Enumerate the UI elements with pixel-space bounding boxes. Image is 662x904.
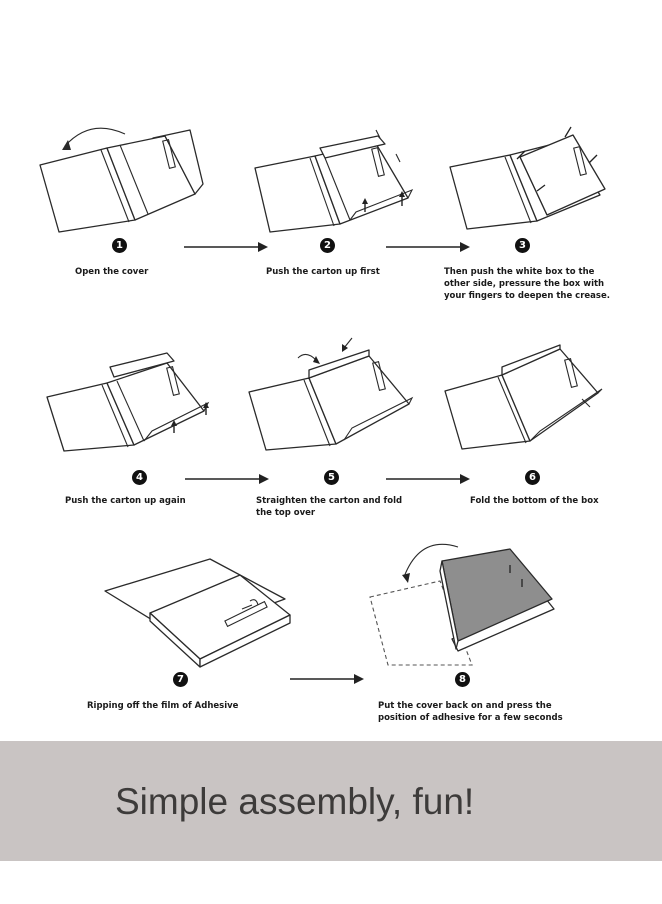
step-7-caption: Ripping off the film of Adhesive (87, 701, 239, 711)
step-3-caption: Then push the white box to the other sid… (444, 267, 610, 301)
arrow-1-to-2 (184, 242, 268, 252)
step-7-badge: 7 (173, 672, 188, 687)
step-2-badge: 2 (320, 238, 335, 253)
step-6-caption: Fold the bottom of the box (470, 496, 599, 506)
step-5-badge: 5 (324, 470, 339, 485)
step-3-illustration (449, 126, 606, 230)
arrow-2-to-3 (386, 242, 470, 252)
step-5-illustration (248, 337, 414, 451)
step-1-caption: Open the cover (75, 267, 149, 277)
step-8-illustration (369, 543, 555, 666)
step-2-illustration (254, 129, 414, 233)
step-1-badge: 1 (112, 238, 127, 253)
banner-title: Simple assembly, fun! (115, 781, 475, 822)
arrow-7-to-8 (290, 674, 364, 684)
step-7-illustration (104, 558, 291, 668)
step-4-illustration (46, 352, 210, 452)
step-4-badge: 4 (132, 470, 147, 485)
step-2-caption: Push the carton up first (266, 267, 380, 277)
banner (0, 741, 662, 861)
step-8-badge: 8 (455, 672, 470, 687)
step-3-badge: 3 (515, 238, 530, 253)
step-6-illustration (444, 344, 603, 450)
step-6-badge: 6 (525, 470, 540, 485)
arrow-5-to-6 (386, 474, 470, 484)
step-8-caption: Put the cover back on and press the posi… (378, 701, 563, 723)
step-4-caption: Push the carton up again (65, 496, 186, 506)
step-5-caption: Straighten the carton and fold the top o… (256, 496, 403, 518)
step-1-illustration (39, 127, 204, 233)
arrow-4-to-5 (185, 474, 269, 484)
